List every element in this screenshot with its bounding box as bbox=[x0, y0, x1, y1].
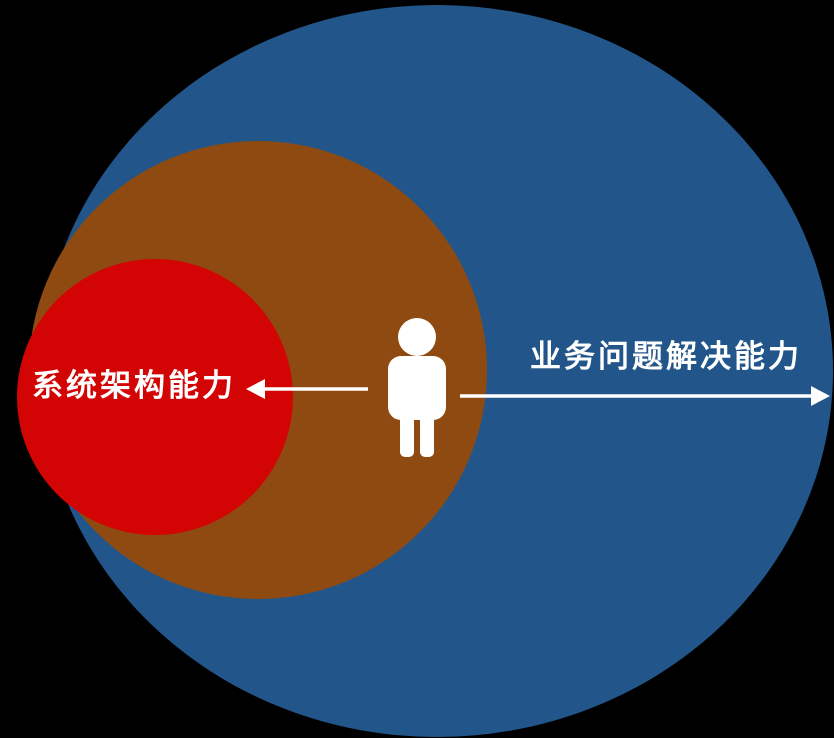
person-head bbox=[398, 318, 436, 356]
left-label-architecture-capability: 系统架构能力 bbox=[32, 368, 236, 404]
inner-circle-architecture-capability bbox=[17, 259, 293, 535]
person-torso bbox=[388, 356, 446, 420]
left-arrow bbox=[246, 379, 368, 399]
right-label-business-capability: 业务问题解决能力 bbox=[530, 339, 802, 375]
person-right-leg bbox=[420, 414, 434, 457]
left-arrow-head-icon bbox=[246, 379, 265, 399]
person-icon bbox=[388, 318, 446, 457]
person-left-leg bbox=[400, 414, 414, 457]
right-arrow-head-icon bbox=[811, 386, 830, 406]
right-arrow bbox=[460, 386, 830, 406]
